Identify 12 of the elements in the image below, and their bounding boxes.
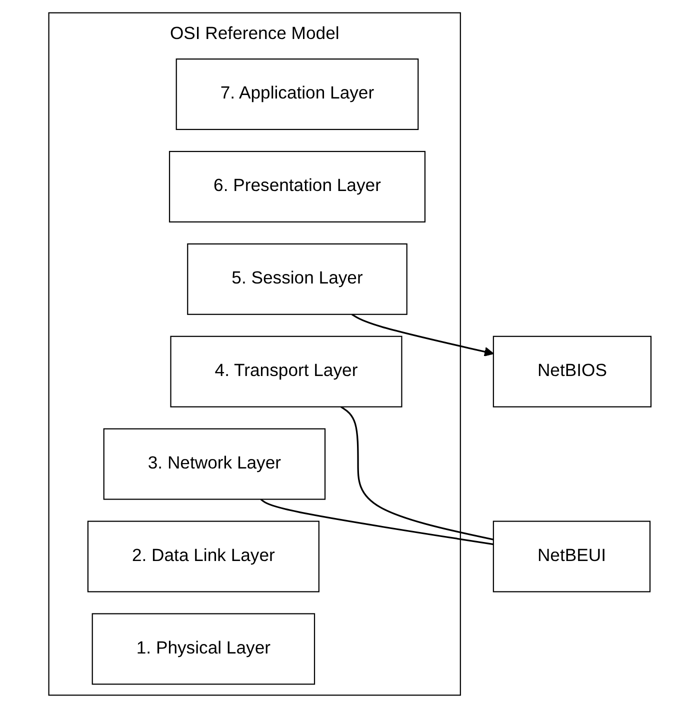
connector: [260, 498, 494, 546]
node-box: NetBIOS: [493, 336, 652, 408]
node-box: NetBEUI: [493, 520, 651, 592]
node-box: 4. Transport Layer: [170, 336, 402, 408]
node-box: 1. Physical Layer: [92, 613, 316, 685]
connector: [340, 406, 494, 540]
node-box: 7. Application Layer: [176, 58, 419, 130]
node-box: 2. Data Link Layer: [88, 520, 320, 592]
node-box: 3. Network Layer: [103, 428, 326, 500]
arrow: [352, 314, 494, 356]
node-box: 5. Session Layer: [187, 243, 408, 315]
node-box: 6. Presentation Layer: [169, 150, 426, 222]
